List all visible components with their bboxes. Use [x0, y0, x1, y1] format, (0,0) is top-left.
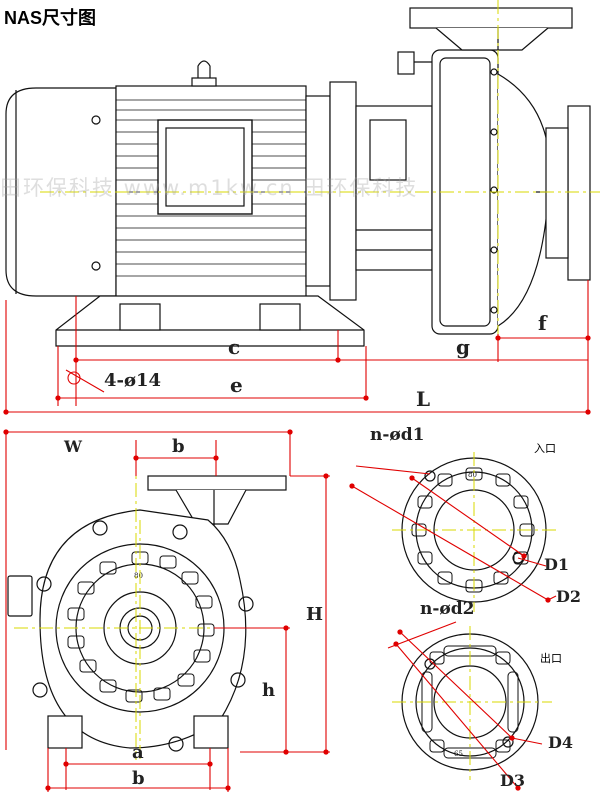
vent-knob: [397, 51, 415, 75]
dim-label-W: W: [63, 437, 83, 456]
page-title: NAS尺寸图: [4, 8, 97, 28]
dim-label-f: f: [538, 311, 548, 335]
dim-label-g: g: [456, 335, 470, 359]
front-foot-right: [193, 715, 229, 749]
front-dimensions: [3, 429, 330, 792]
outlet-hole-label: n-ød2: [420, 599, 474, 619]
dim-label-c: c: [228, 335, 240, 359]
dim-label-L: L: [416, 387, 430, 411]
motor-fins: [116, 99, 306, 277]
inlet-size-tag: 80: [468, 471, 477, 479]
dim-label-b-bottom: b: [132, 768, 145, 789]
inlet-hole-label: n-ød1: [370, 425, 424, 445]
dim-label-e: e: [230, 373, 243, 397]
outlet-dimensions: [387, 621, 543, 791]
motor-flange: [305, 95, 331, 287]
front-foot-left: [47, 715, 83, 749]
side-view: [5, 7, 591, 347]
dim-label-D4: D4: [548, 733, 573, 752]
side-dimensions: [3, 280, 591, 415]
casing-size-tag: 80: [134, 572, 143, 580]
dim-label-holes: 4-ø14: [104, 370, 161, 391]
dim-label-D3: D3: [500, 771, 525, 790]
dim-label-D2: D2: [556, 587, 581, 606]
dim-label-h: h: [262, 680, 275, 701]
inlet-dimensions: [349, 465, 557, 603]
watermark: 田环保科技 www.m1kw.cn 田环保科技: [0, 176, 419, 200]
base-foot: [55, 295, 365, 347]
front-view: [7, 475, 287, 752]
dim-label-a: a: [132, 742, 144, 763]
outlet-size-tag: 65: [454, 750, 463, 758]
outlet-flange-side: [409, 7, 573, 29]
outlet-label: 出口: [540, 651, 562, 665]
dim-label-H: H: [306, 604, 323, 625]
dim-label-b-top: b: [172, 436, 185, 457]
drain-port: [7, 575, 33, 617]
adapter-flange: [329, 81, 357, 301]
outlet-flange-front: [147, 475, 287, 491]
dim-label-D1: D1: [544, 555, 569, 574]
inlet-label: 入口: [534, 442, 556, 455]
